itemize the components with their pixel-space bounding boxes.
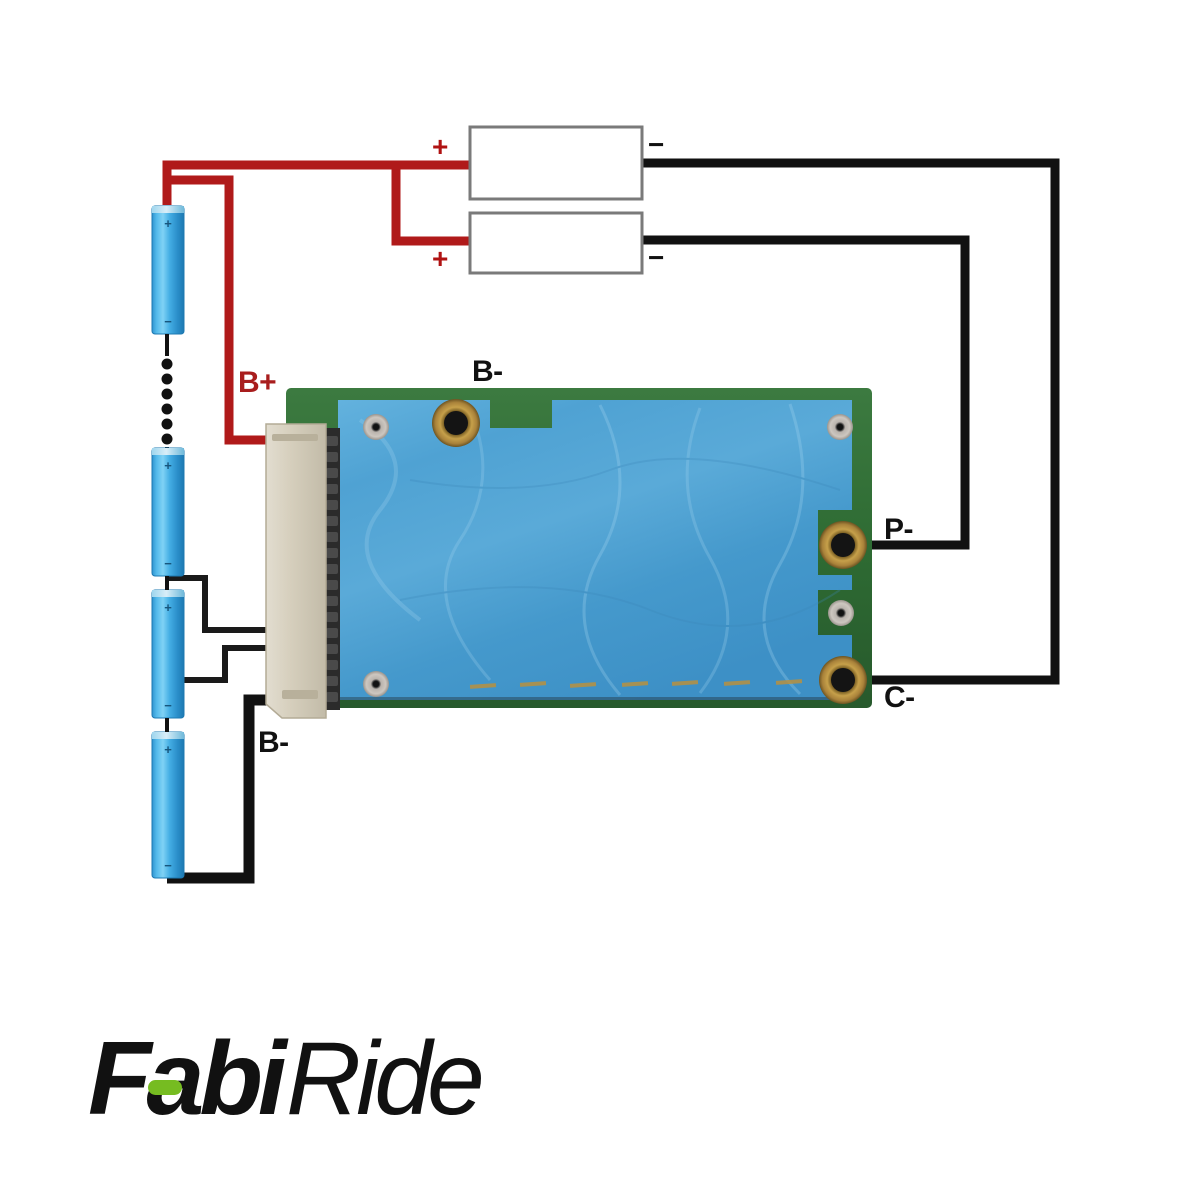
label-b-minus-board: B-	[472, 355, 503, 388]
wire-topbox-to-c-minus	[641, 158, 1060, 685]
svg-text:+: +	[164, 600, 172, 615]
balance-wires	[167, 575, 292, 683]
logo-text-ride: Ride	[286, 1022, 481, 1134]
wire-bplus-to-top-box	[162, 160, 470, 205]
balance-tap-1	[167, 575, 292, 633]
wire-bottombox-to-p-minus	[641, 235, 970, 550]
terminal-pad-c-minus	[819, 656, 867, 704]
charger-or-load-box-top	[468, 125, 644, 201]
svg-text:−: −	[164, 698, 172, 713]
svg-text:−: −	[164, 858, 172, 873]
logo-wordmark: Fabi Ride	[88, 1022, 486, 1134]
logo-green-accent	[148, 1080, 182, 1095]
terminal-pad-p-minus	[819, 521, 867, 569]
pcb-bottom-solder-pads	[469, 679, 803, 689]
wire-branch-to-bottom-box	[391, 165, 470, 246]
bottom-box-negative-sign: −	[648, 242, 665, 273]
top-box-negative-sign: −	[648, 129, 665, 160]
pcb-blue-potting	[338, 400, 852, 700]
label-b-plus: B+	[238, 366, 277, 399]
balance-tap-2	[167, 645, 292, 683]
terminal-pad-b-minus	[432, 399, 480, 447]
svg-text:−: −	[164, 314, 172, 329]
label-b-minus-pack: B-	[258, 726, 289, 759]
fabiride-logo: Fabi Ride	[88, 1022, 486, 1134]
connector-pin-strip	[324, 428, 340, 710]
svg-text:+: +	[164, 742, 172, 757]
label-p-minus: P-	[884, 513, 914, 546]
via-mid-right	[828, 600, 854, 626]
svg-text:+: +	[164, 216, 172, 231]
via-top-right	[827, 414, 853, 440]
negative-wires	[641, 158, 1060, 685]
logo-text-fabi: Fabi	[88, 1022, 289, 1134]
svg-text:+: +	[164, 458, 172, 473]
label-c-minus: C-	[884, 681, 915, 714]
balance-lead-connector	[265, 423, 327, 719]
series-continuation-dots	[161, 358, 173, 445]
wire-bplus-to-board	[167, 175, 290, 445]
pcb-bottom-edge-line	[340, 697, 840, 700]
bottom-box-positive-sign: +	[432, 243, 449, 274]
charger-or-load-box-bottom	[468, 211, 644, 275]
pcb-mounting-vias	[363, 414, 854, 697]
via-bottom-left	[363, 671, 389, 697]
positive-wires	[162, 160, 470, 445]
top-box-positive-sign: +	[432, 131, 449, 162]
via-top-left	[363, 414, 389, 440]
battery-cell-bottom: + −	[151, 731, 185, 879]
svg-text:−: −	[164, 556, 172, 571]
